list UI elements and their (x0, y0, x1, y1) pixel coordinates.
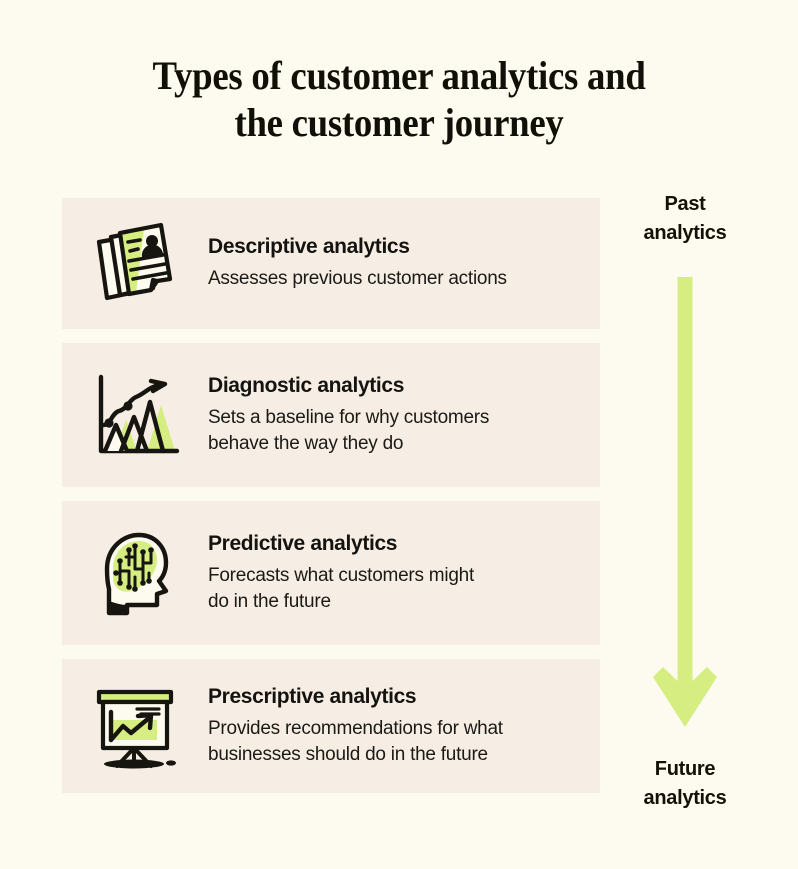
documents-person-icon (96, 222, 173, 300)
down-arrow-icon (653, 277, 717, 727)
mountain-chart-trend-icon (98, 374, 180, 454)
past-analytics-line-1: Past (664, 193, 706, 215)
analytics-card-list: Descriptive analytics Assesses previous … (62, 198, 600, 793)
future-analytics-line-1: Future (654, 758, 716, 780)
head-brain-circuit-icon (104, 532, 169, 616)
card-heading: Descriptive analytics (208, 235, 410, 258)
card-text: Prescriptive analytics Provides recommen… (208, 685, 517, 768)
past-analytics-line-2: analytics (643, 222, 727, 244)
timeline-top-label: Past analytics (605, 190, 765, 248)
card-body: Forecasts what customers might do in the… (208, 563, 474, 615)
card-heading: Diagnostic analytics (208, 373, 405, 397)
analytics-card-diagnostic: Diagnostic analytics Sets a baseline for… (62, 343, 600, 487)
card-body-line-1: Assesses previous customer actions (208, 268, 507, 289)
card-body-line-1: Forecasts what customers might (208, 564, 474, 586)
future-analytics-label: Future analytics (605, 755, 765, 813)
card-body: Sets a baseline for why customers behave… (208, 405, 489, 457)
icon-container (62, 216, 208, 312)
card-body: Provides recommendations for what busine… (208, 716, 503, 768)
card-body-line-2: behave the way they do (208, 432, 404, 454)
timeline-bottom-label: Future analytics (605, 755, 765, 813)
card-body-line-2: businesses should do in the future (208, 743, 488, 765)
card-text: Diagnostic analytics Sets a baseline for… (208, 374, 503, 457)
card-text: Predictive analytics Forecasts what cust… (208, 532, 488, 615)
page-title: Types of customer analytics and the cust… (32, 52, 766, 146)
card-body-line-1: Sets a baseline for why customers (208, 406, 490, 428)
card-heading: Predictive analytics (208, 531, 398, 555)
card-text: Descriptive analytics Assesses previous … (208, 235, 521, 292)
card-body-line-1: Provides recommendations for what (208, 717, 503, 739)
card-body: Assesses previous customer actions (208, 266, 507, 292)
icon-container (62, 367, 208, 463)
analytics-card-descriptive: Descriptive analytics Assesses previous … (62, 198, 600, 329)
icon-container (62, 525, 208, 621)
card-body-line-2: do in the future (208, 590, 331, 612)
card-heading: Prescriptive analytics (208, 684, 417, 708)
page-title-line-2: the customer journey (234, 100, 564, 145)
analytics-card-prescriptive: Prescriptive analytics Provides recommen… (62, 659, 600, 793)
presentation-board-chart-icon (96, 689, 176, 769)
past-analytics-label: Past analytics (605, 190, 765, 248)
future-analytics-line-2: analytics (643, 787, 727, 809)
timeline-arrow-container (605, 277, 765, 729)
page-title-line-1: Types of customer analytics and (152, 53, 646, 98)
analytics-card-predictive: Predictive analytics Forecasts what cust… (62, 501, 600, 645)
icon-container (62, 678, 208, 774)
